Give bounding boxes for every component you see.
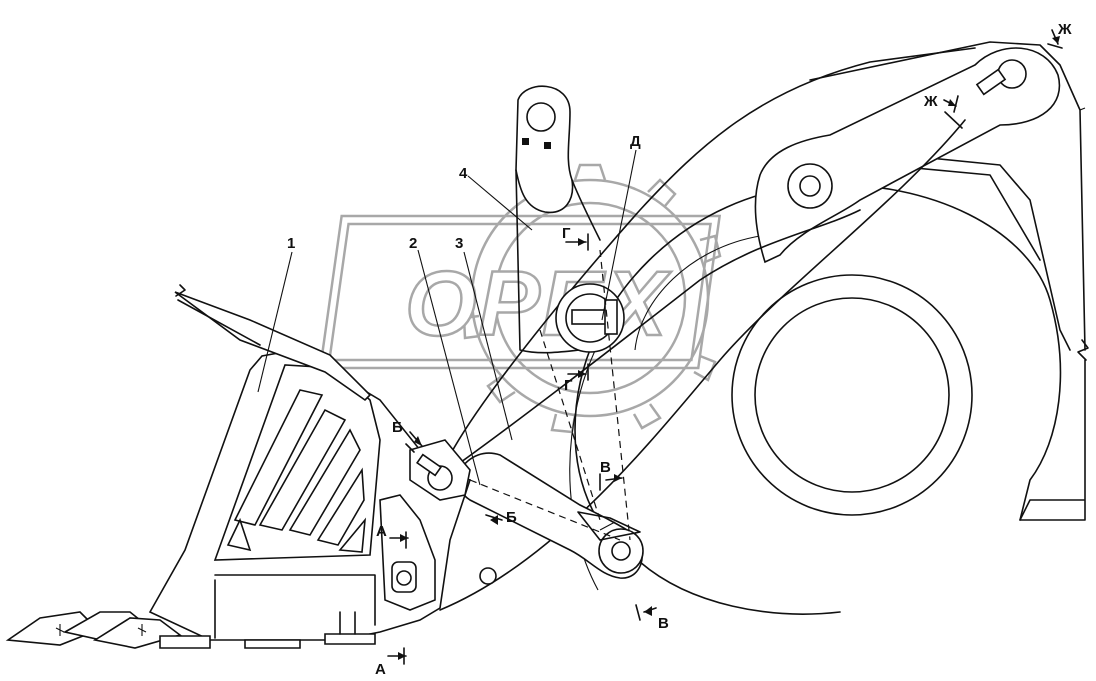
callout-1: 1	[287, 235, 295, 252]
dump-link-lower-pin	[598, 528, 644, 574]
leader-3	[463, 251, 513, 441]
section-label-d: Д	[630, 133, 641, 150]
bucket-teeth	[5, 611, 182, 649]
callout-3: 3	[455, 235, 463, 252]
dump-link	[456, 249, 644, 585]
labels: 1 2 3 4 А А Б Б В В Г Г Д Ж Ж	[287, 21, 1072, 678]
bucket	[5, 284, 472, 649]
section-label-v-lower: В	[658, 615, 669, 632]
leader-4	[467, 175, 533, 231]
wheel-hub-inner	[754, 297, 950, 493]
watermark-text: OPEX	[405, 253, 671, 355]
callout-leaders	[257, 149, 637, 486]
lift-arm-outline	[754, 47, 1061, 264]
leader-d	[601, 149, 637, 321]
boom-outline	[439, 47, 976, 611]
section-label-a-lower: А	[375, 661, 386, 678]
opex-watermark: OPEX	[318, 163, 722, 434]
leader-1	[257, 251, 293, 393]
leader-2	[417, 249, 481, 486]
bellcrank-link	[515, 85, 625, 354]
section-label-v-upper: В	[600, 459, 611, 476]
frame-break-line	[1077, 339, 1089, 361]
section-label-zh-upper: Ж	[1057, 21, 1072, 38]
bucket-ribs	[226, 389, 367, 553]
callout-2: 2	[409, 235, 417, 252]
wheel-hub-outer	[731, 274, 973, 516]
section-label-b-lower: Б	[506, 509, 517, 526]
tire-tread-line	[569, 339, 601, 591]
section-label-a-upper: А	[376, 523, 387, 540]
bellcrank-top-pin	[526, 102, 556, 132]
lift-arm	[754, 47, 1061, 264]
section-label-g-upper: Г	[562, 225, 571, 242]
section-label-b-upper: Б	[392, 419, 403, 436]
lift-arm-pin	[787, 163, 833, 209]
callout-4: 4	[459, 165, 468, 182]
section-label-zh-middle: Ж	[923, 93, 938, 110]
section-label-g-lower: Г	[564, 377, 573, 394]
section-markers	[387, 29, 1063, 665]
bucket-spill-guard	[174, 291, 372, 402]
